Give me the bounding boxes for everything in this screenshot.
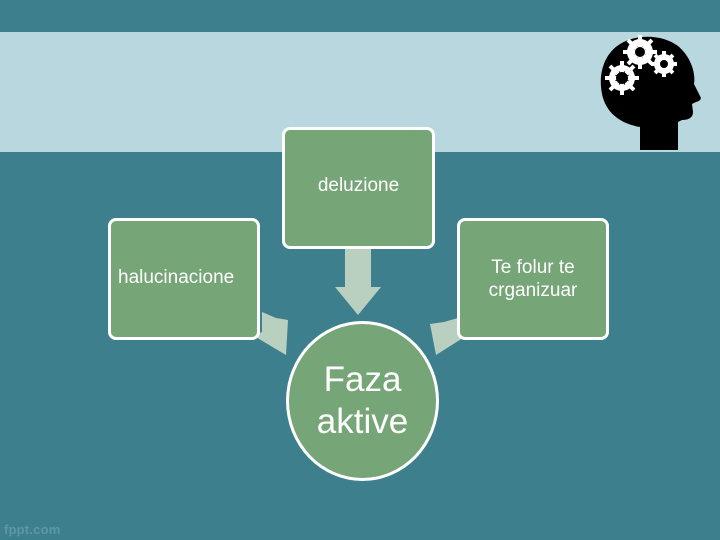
disorganized-speech-label-line1: Te folur te	[491, 257, 575, 278]
active-phase-label-line1: Faza	[323, 360, 402, 399]
head-gears-icon	[600, 35, 701, 150]
hallucination-label: halucinacione	[118, 266, 235, 288]
disorganized-speech-label-line2: crganizuar	[488, 279, 578, 301]
arrow-right-icon	[254, 312, 288, 355]
active-phase-label-line2: aktive	[316, 402, 409, 441]
top-band	[0, 0, 720, 32]
hallucination-box: halucinacione	[108, 218, 260, 340]
disorganized-speech-box: Te folur te crganizuar	[457, 218, 609, 340]
delusion-box: deluzione	[282, 127, 435, 249]
fppt-logo: fppt.com	[4, 522, 61, 537]
active-phase-circle: Faza aktive	[286, 321, 439, 481]
arrow-down-icon	[335, 249, 381, 315]
delusion-label: deluzione	[317, 175, 400, 197]
